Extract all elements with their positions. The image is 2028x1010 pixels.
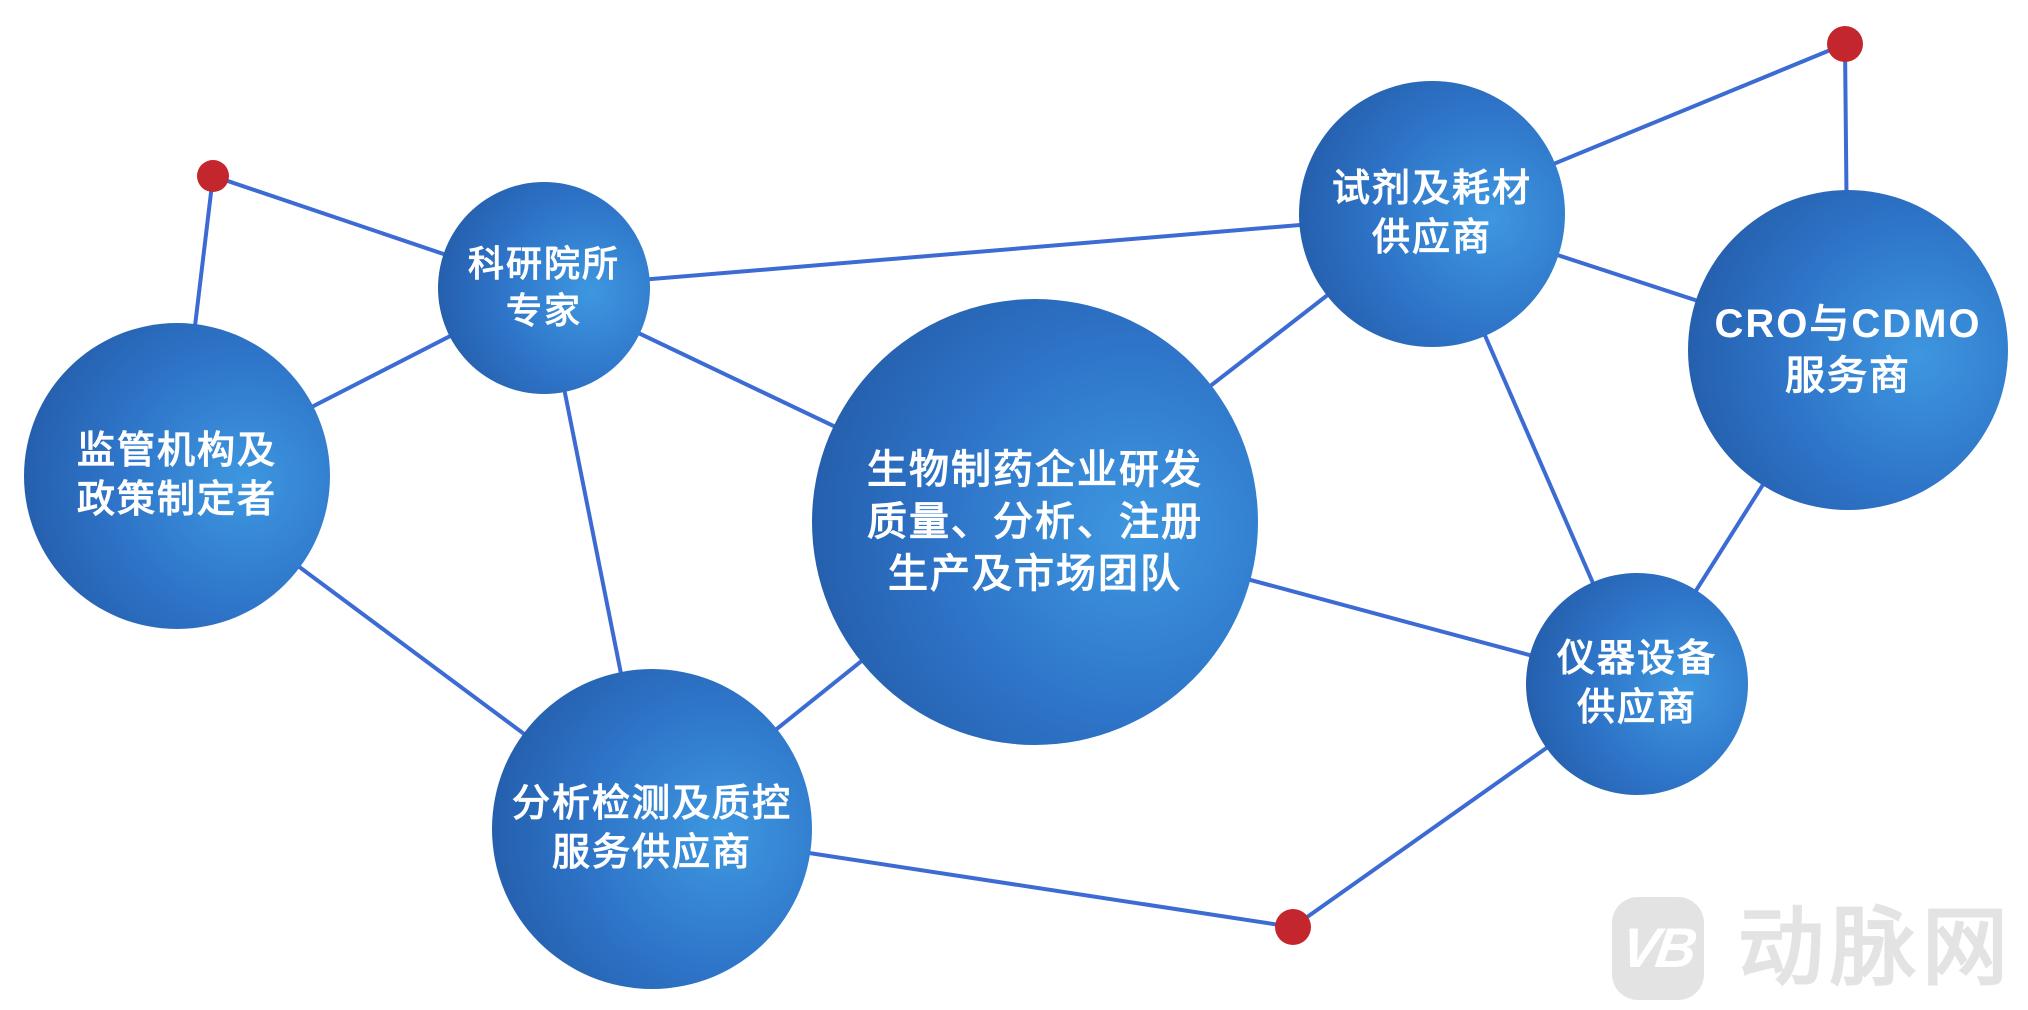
node-label-line: 科研院所	[467, 243, 620, 285]
node-analytical-qc: 分析检测及质控服务供应商	[492, 669, 812, 989]
watermark-brand-text: 动脉网	[1738, 900, 2014, 996]
edge-research-institutes--reagent-suppliers	[543, 212, 1433, 290]
node-label-line: 试剂及耗材	[1331, 167, 1532, 210]
node-label-line: 供应商	[1371, 217, 1492, 259]
node-label-line: 专家	[505, 290, 582, 331]
node-reagent-suppliers: 试剂及耗材供应商	[1299, 81, 1565, 347]
vb-logo-icon: VB	[1612, 896, 1704, 1000]
node-label-line: 生产及市场团队	[888, 552, 1182, 596]
node-regulators: 监管机构及政策制定者	[24, 323, 330, 629]
node-label-line: 监管机构及	[76, 429, 277, 472]
node-label-line: 服务商	[1785, 354, 1911, 398]
connector-dot-bottom	[1275, 909, 1311, 945]
node-label-line: 生物制药企业研发	[867, 448, 1203, 492]
node-cro-cdmo: CRO与CDMO 服务商	[1688, 190, 2008, 510]
node-label-line: 仪器设备	[1556, 637, 1717, 680]
node-instrument-suppliers: 仪器设备供应商	[1526, 573, 1748, 795]
node-label-line: 服务供应商	[551, 832, 752, 874]
node-label-line: CRO与CDMO	[1714, 302, 1982, 346]
node-label-line: 质量、分析、注册	[867, 500, 1203, 544]
node-research-institutes: 科研院所专家	[438, 182, 650, 394]
node-label-line: 政策制定者	[76, 479, 277, 521]
watermark: VB 动脉网	[1612, 896, 2014, 1000]
connector-dot-top-left	[197, 160, 229, 192]
connector-dot-top-right	[1827, 26, 1863, 62]
vb-logo-text: VB	[1617, 916, 1699, 979]
node-label-line: 供应商	[1576, 687, 1697, 729]
node-biopharma-teams: 生物制药企业研发质量、分析、注册生产及市场团队	[812, 299, 1258, 745]
node-label-line: 分析检测及质控	[511, 782, 792, 825]
